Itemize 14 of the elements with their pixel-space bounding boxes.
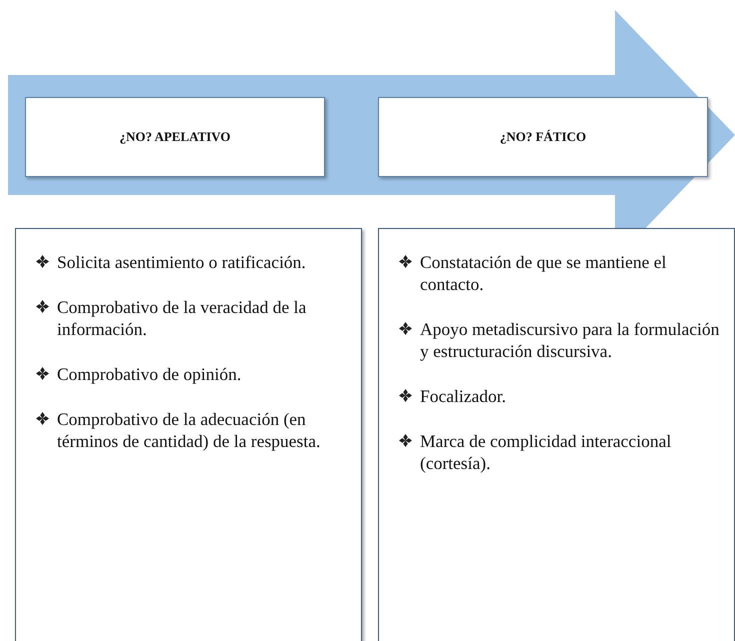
label-box bbox=[25, 97, 325, 177]
heading-text: ¿NO? APELATIVO bbox=[119, 129, 231, 145]
bullet-text: Focalizador. bbox=[420, 385, 506, 407]
bullet-text: Comprobativo de la adecuación (en términos de cantidad) de la respuesta. bbox=[57, 408, 322, 452]
heading-text: ¿NO? FÁTICO bbox=[500, 129, 586, 145]
list-panel bbox=[15, 228, 362, 641]
list-panel bbox=[378, 228, 735, 641]
bullet-text: Marca de complicidad interaccional (cortesía). bbox=[420, 430, 672, 474]
bullet-text: Comprobativo de la veracidad de la información. bbox=[57, 296, 308, 340]
label-box bbox=[378, 97, 708, 177]
bullet-text: Comprobativo de opinión. bbox=[57, 363, 242, 385]
bullet-text: Constatación de que se mantiene el contacto. bbox=[420, 251, 668, 295]
bullet-text: Apoyo metadiscursivo para la formulación y estructuración discursiva. bbox=[420, 318, 720, 362]
bullet-text: Solicita asentimiento o ratificación. bbox=[57, 251, 306, 273]
